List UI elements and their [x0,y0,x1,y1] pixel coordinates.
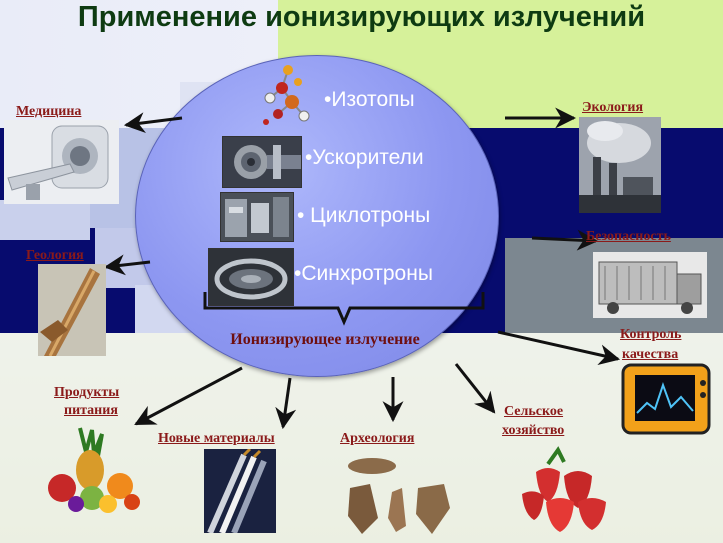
medicine-label: Медицина [16,104,82,119]
food-label-line1: Продукты [54,385,120,400]
agriculture-label-line1: Сельское [504,404,564,419]
cyclotron-image [220,192,294,242]
source-accelerators-label: •Ускорители [305,146,424,169]
accelerator-image [222,136,302,188]
quality-control-device-image [621,363,711,435]
artifacts-image [348,458,450,534]
quality-label-line1: Контроль [620,327,682,342]
source-isotopes-label: •Изотопы [324,88,415,111]
factory-smoke-image [579,117,661,213]
food-label-line2: питания [64,403,118,418]
ionizing-radiation-label: Ионизирующее излучение [230,331,420,348]
page-title: Применение ионизирующих излучений [77,1,646,33]
geology-label: Геология [26,248,84,263]
source-cyclotrons-label: • Циклотроны [297,204,431,227]
cables-image [204,449,276,533]
materials-label: Новые материалы [158,431,275,446]
synchrotron-image [208,248,294,306]
drill-core-image [38,264,106,356]
source-synchrotrons-label: •Синхротроны [294,262,433,285]
fruits-image [48,427,140,513]
ecology-label: Экология [582,100,644,115]
strawberries-image [522,446,606,532]
ct-scanner-image [4,120,119,204]
security-label: Безопасность [586,229,671,244]
quality-label-line2: качества [622,347,679,362]
agriculture-label-line2: хозяйство [502,423,565,438]
isotopes-molecule-image [263,65,310,125]
archaeology-label: Археология [340,431,415,446]
xray-truck-image [593,252,707,318]
